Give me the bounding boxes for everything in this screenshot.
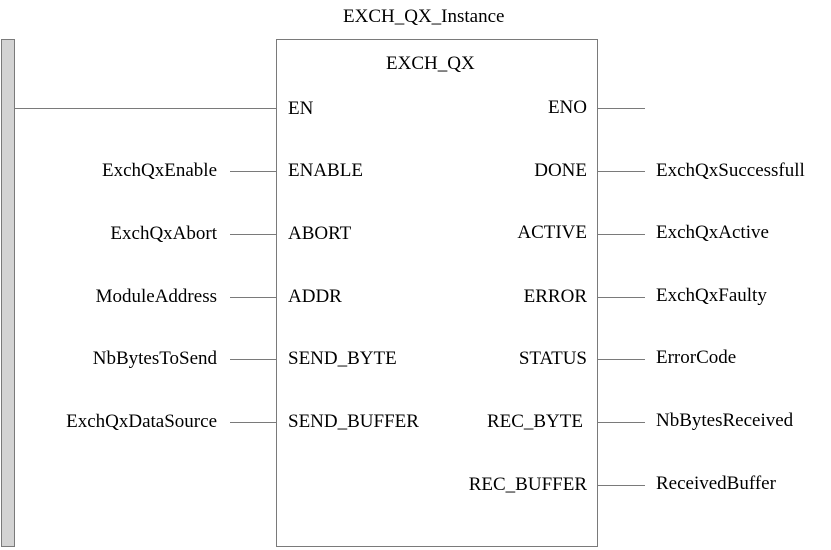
input-wire-addr xyxy=(230,297,276,298)
output-pin-error: ERROR xyxy=(523,286,587,307)
output-pin-eno: ENO xyxy=(547,97,587,118)
output-pin-status: STATUS xyxy=(518,348,587,369)
input-variable-abort: ExchQxAbort xyxy=(110,223,217,244)
output-wire-done xyxy=(598,171,645,172)
input-variable-send-byte: NbBytesToSend xyxy=(92,348,217,369)
input-wire-abort xyxy=(230,234,276,235)
output-wire-rec-buffer xyxy=(598,485,645,486)
input-pin-en: EN xyxy=(288,98,314,119)
output-wire-active xyxy=(598,234,645,235)
input-variable-send-buffer: ExchQxDataSource xyxy=(66,411,217,432)
output-variable-status: ErrorCode xyxy=(656,347,737,368)
output-pin-active: ACTIVE xyxy=(517,222,587,243)
output-pin-done: DONE xyxy=(534,160,587,181)
input-variable-addr: ModuleAddress xyxy=(95,286,217,307)
output-pin-rec-byte: REC_BYTE xyxy=(486,411,583,432)
output-wire-error xyxy=(598,297,645,298)
output-wire-eno xyxy=(598,108,645,109)
en-wire xyxy=(15,108,276,109)
output-variable-rec-buffer: ReceivedBuffer xyxy=(656,473,776,494)
input-pin-send-buffer: SEND_BUFFER xyxy=(288,411,419,432)
input-pin-addr: ADDR xyxy=(288,286,342,307)
input-pin-send-byte: SEND_BYTE xyxy=(288,348,397,369)
output-wire-status xyxy=(598,359,645,360)
function-block[interactable] xyxy=(276,39,598,547)
input-pin-abort: ABORT xyxy=(288,223,352,244)
output-pin-rec-buffer: REC_BUFFER xyxy=(468,474,587,495)
input-pin-enable: ENABLE xyxy=(288,160,363,181)
input-variable-enable: ExchQxEnable xyxy=(101,160,217,181)
input-wire-send-byte xyxy=(230,359,276,360)
output-variable-rec-byte: NbBytesReceived xyxy=(656,410,794,431)
output-wire-rec-byte xyxy=(598,422,645,423)
output-variable-error: ExchQxFaulty xyxy=(656,285,767,306)
instance-name: EXCH_QX_Instance xyxy=(343,6,505,27)
power-rail xyxy=(1,39,15,547)
block-type: EXCH_QX xyxy=(386,53,475,74)
input-wire-send-buffer xyxy=(230,422,276,423)
output-variable-active: ExchQxActive xyxy=(656,222,769,243)
output-variable-done: ExchQxSuccessfull xyxy=(656,160,805,181)
input-wire-enable xyxy=(230,171,276,172)
